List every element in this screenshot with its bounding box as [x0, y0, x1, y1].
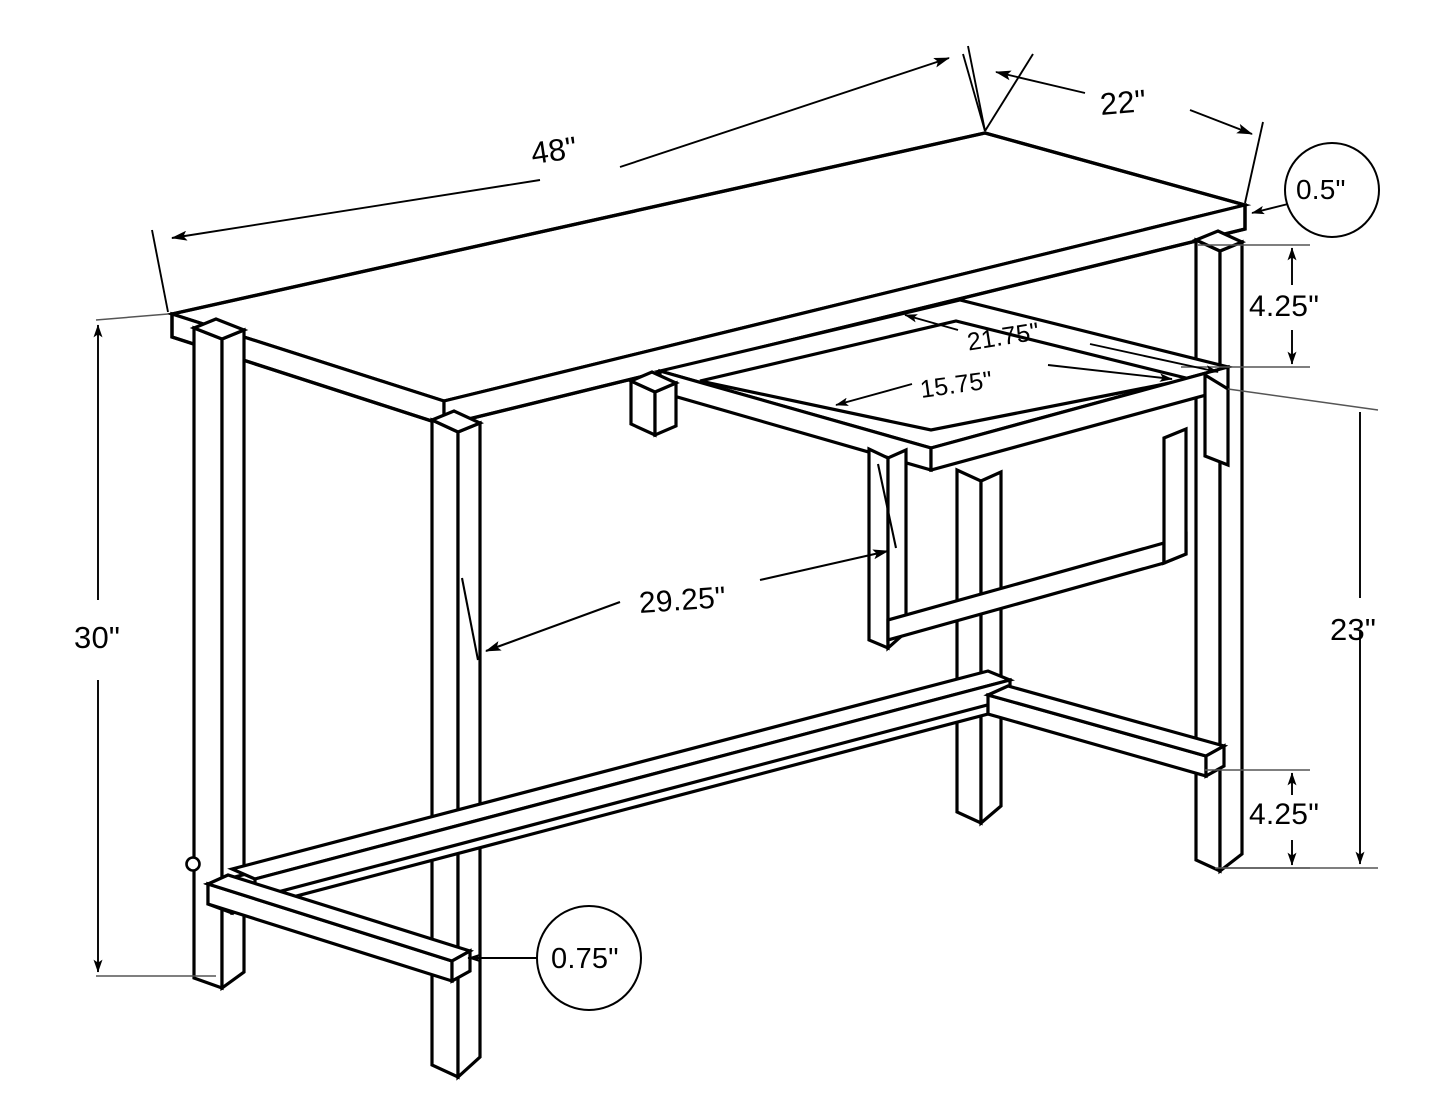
dim-30-height — [93, 313, 216, 977]
dim-label-depth-22: 22" — [1098, 83, 1148, 122]
callout-0-5 — [1251, 142, 1380, 238]
dim-48-width — [151, 45, 986, 313]
dim-label-width-48: 48" — [528, 129, 580, 172]
dim-label-shelf-2925: 29.25" — [637, 581, 727, 620]
dim-21-75 — [904, 314, 1219, 374]
dimension-annotations — [93, 45, 1380, 1011]
dim-label-tube-075: 0.75" — [551, 943, 619, 975]
shelf-frame — [627, 298, 1235, 652]
leg-back-left — [955, 467, 1003, 827]
dim-label-gap-425-top: 4.25" — [1249, 290, 1320, 323]
leg-front-left — [189, 317, 249, 992]
dim-29-25 — [460, 463, 898, 661]
desk-object — [165, 131, 1252, 1081]
dim-22-depth — [962, 53, 1264, 204]
bottom-stretchers — [203, 669, 1229, 984]
dim-4-25-upper — [1181, 244, 1310, 368]
dim-label-height-30: 30" — [74, 620, 121, 655]
dim-15-75 — [835, 364, 1173, 406]
dim-4-25-lower — [1205, 769, 1310, 869]
dim-label-thickness-0-5: 0.5" — [1296, 174, 1346, 205]
callout-0-75 — [467, 905, 642, 1011]
dim-label-gap-425-bottom: 4.25" — [1249, 798, 1320, 831]
dim-label-height-23: 23" — [1330, 612, 1377, 647]
fastener-detail-icon — [185, 856, 201, 872]
